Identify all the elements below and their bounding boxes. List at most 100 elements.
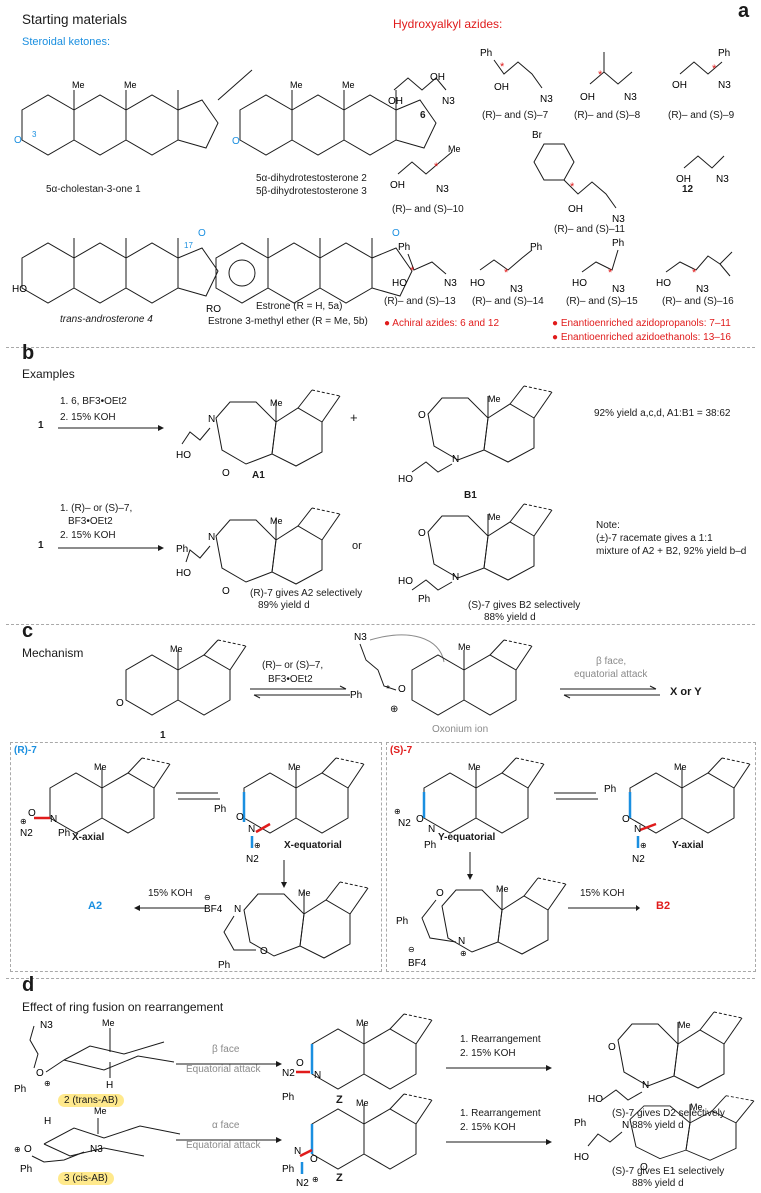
estrone-5b-name: Estrone 3-methyl ether (R = Me, 5b) xyxy=(208,316,368,327)
svg-text:HO: HO xyxy=(176,450,191,461)
svg-text:*: * xyxy=(598,69,603,81)
c-eq-arrow-r xyxy=(176,790,220,802)
svg-text:*: * xyxy=(504,267,509,279)
svg-text:Me: Me xyxy=(94,1106,107,1116)
steroid-2-name: 5α-dihydrotestosterone 2 xyxy=(256,173,367,184)
s7-box-label: (S)-7 xyxy=(390,745,413,756)
steroid-2-structure: OH O Me Me xyxy=(232,72,445,156)
svg-text:*: * xyxy=(410,265,415,277)
svg-text:Ph: Ph xyxy=(214,804,226,815)
svg-text:N3: N3 xyxy=(436,184,449,195)
product-a1-structure: Me N HO O xyxy=(176,389,341,479)
svg-text:Me: Me xyxy=(488,512,501,522)
svg-text:Ph: Ph xyxy=(14,1084,26,1095)
azide-12-structure: OH N3 xyxy=(676,140,729,185)
azide-10-structure: * Me OH N3 xyxy=(390,144,461,195)
d-row1-attack: Equatorial attack xyxy=(186,1064,261,1075)
svg-text:N3: N3 xyxy=(612,284,625,295)
svg-text:O: O xyxy=(36,1068,44,1079)
svg-text:N: N xyxy=(248,824,255,835)
svg-text:N3: N3 xyxy=(716,174,729,185)
svg-text:O: O xyxy=(236,812,244,823)
c-reactant-structure: Me O xyxy=(116,639,247,716)
product-a2-structure: Me N Ph HO O xyxy=(176,507,341,597)
c-a2-label: A2 xyxy=(88,900,103,912)
svg-text:HO: HO xyxy=(12,284,27,295)
svg-text:HO: HO xyxy=(572,278,587,289)
svg-text:*: * xyxy=(570,181,575,193)
row2-or: or xyxy=(352,540,362,552)
svg-text:N: N xyxy=(634,824,641,835)
azide-16-label: (R)– and (S)–16 xyxy=(662,296,734,307)
svg-text:N2: N2 xyxy=(246,854,259,865)
svg-text:O: O xyxy=(222,468,230,479)
svg-text:N3: N3 xyxy=(612,214,625,225)
svg-text:Me: Me xyxy=(458,642,471,652)
svg-text:Ph: Ph xyxy=(176,544,188,555)
svg-text:OH: OH xyxy=(580,92,595,103)
svg-text:Ph: Ph xyxy=(20,1164,32,1175)
d-substrate-2-structure: N3 Ph O ⊕ H Me xyxy=(14,1018,184,1095)
d-pill-trans: 2 (trans-AB) xyxy=(58,1094,124,1107)
azide-12-label: 12 xyxy=(682,184,694,195)
svg-text:H: H xyxy=(44,1116,51,1127)
c-attack-2: equatorial attack xyxy=(574,669,648,680)
x-equatorial-structure: Me Ph O N ⊕ N2 xyxy=(214,757,365,865)
svg-text:Me: Me xyxy=(678,1020,691,1030)
row1-cond2: 2. 15% KOH xyxy=(60,412,116,423)
svg-text:*: * xyxy=(386,684,390,695)
x-equatorial-label: X-equatorial xyxy=(284,840,342,851)
svg-text:N: N xyxy=(208,532,215,543)
estrone-5a-name: Estrone (R = H, 5a) xyxy=(256,301,343,312)
d-z2-structure: Me N O Ph N2 ⊕ xyxy=(282,1093,433,1189)
svg-text:N3: N3 xyxy=(718,80,731,91)
svg-text:Ph: Ph xyxy=(418,594,430,605)
svg-text:N: N xyxy=(314,1070,321,1081)
svg-text:O: O xyxy=(116,698,124,709)
row2-cond1: 1. (R)– or (S)–7, xyxy=(60,503,133,514)
note-line-2: mixture of A2 + B2, 92% yield b–d xyxy=(596,546,747,557)
azide-15-structure: Ph * HO N3 xyxy=(572,238,625,295)
svg-text:O: O xyxy=(222,586,230,597)
d-product-e1-structure: Me N Ph HO O xyxy=(574,1095,755,1173)
propanols-note: ● Enantioenriched azidopropanols: 7–11 xyxy=(552,318,731,329)
divider-c-d xyxy=(6,978,755,979)
svg-text:O: O xyxy=(232,136,240,147)
steroid-1-structure: O 3 Me Me xyxy=(14,60,262,156)
c-down-arrow-r xyxy=(281,860,287,888)
svg-text:HO: HO xyxy=(398,576,413,587)
azide-6-structure: OH N3 xyxy=(388,60,455,107)
svg-text:N: N xyxy=(622,1120,629,1131)
azide-8-label: (R)– and (S)–8 xyxy=(574,110,641,121)
y-equatorial-label: Y-equatorial xyxy=(438,832,496,843)
svg-text:O: O xyxy=(398,684,406,695)
c-eq-arrow-s xyxy=(554,790,598,802)
azide-16-structure: * HO N3 xyxy=(656,236,756,295)
svg-text:Me: Me xyxy=(298,888,311,898)
svg-text:BF4: BF4 xyxy=(408,958,427,969)
d-z1-structure: Me O N N2 Ph xyxy=(282,1013,433,1103)
a2-caption-2: 89% yield d xyxy=(258,600,310,611)
azide-7-label: (R)– and (S)–7 xyxy=(482,110,549,121)
svg-text:O: O xyxy=(392,228,400,239)
svg-text:N3: N3 xyxy=(354,632,367,643)
svg-text:HO: HO xyxy=(656,278,671,289)
svg-text:OH: OH xyxy=(430,72,445,83)
d-row1-step1: 1. Rearrangement xyxy=(460,1034,541,1045)
steroid-heading: Steroidal ketones: xyxy=(22,36,111,48)
svg-text:17: 17 xyxy=(184,241,193,250)
svg-text:N3: N3 xyxy=(90,1144,103,1155)
svg-text:N: N xyxy=(642,1080,649,1091)
svg-text:O: O xyxy=(640,1162,648,1173)
d-row2-step1: 1. Rearrangement xyxy=(460,1108,541,1119)
c-xy-label: X or Y xyxy=(670,686,702,698)
svg-text:⊕: ⊕ xyxy=(14,1145,21,1154)
b2-iminium-structure: Me O Ph N ⊕ ⊖ BF4 xyxy=(396,877,567,969)
c-koh-arrow-left xyxy=(134,905,208,911)
d-row2-step2: 2. 15% KOH xyxy=(460,1122,516,1133)
r7-box-label: (R)-7 xyxy=(14,745,37,756)
steroid-1-name: 5α-cholestan-3-one 1 xyxy=(46,184,141,195)
svg-text:N: N xyxy=(458,936,465,947)
svg-text:Me: Me xyxy=(356,1098,369,1108)
svg-text:⊕: ⊕ xyxy=(312,1175,319,1184)
